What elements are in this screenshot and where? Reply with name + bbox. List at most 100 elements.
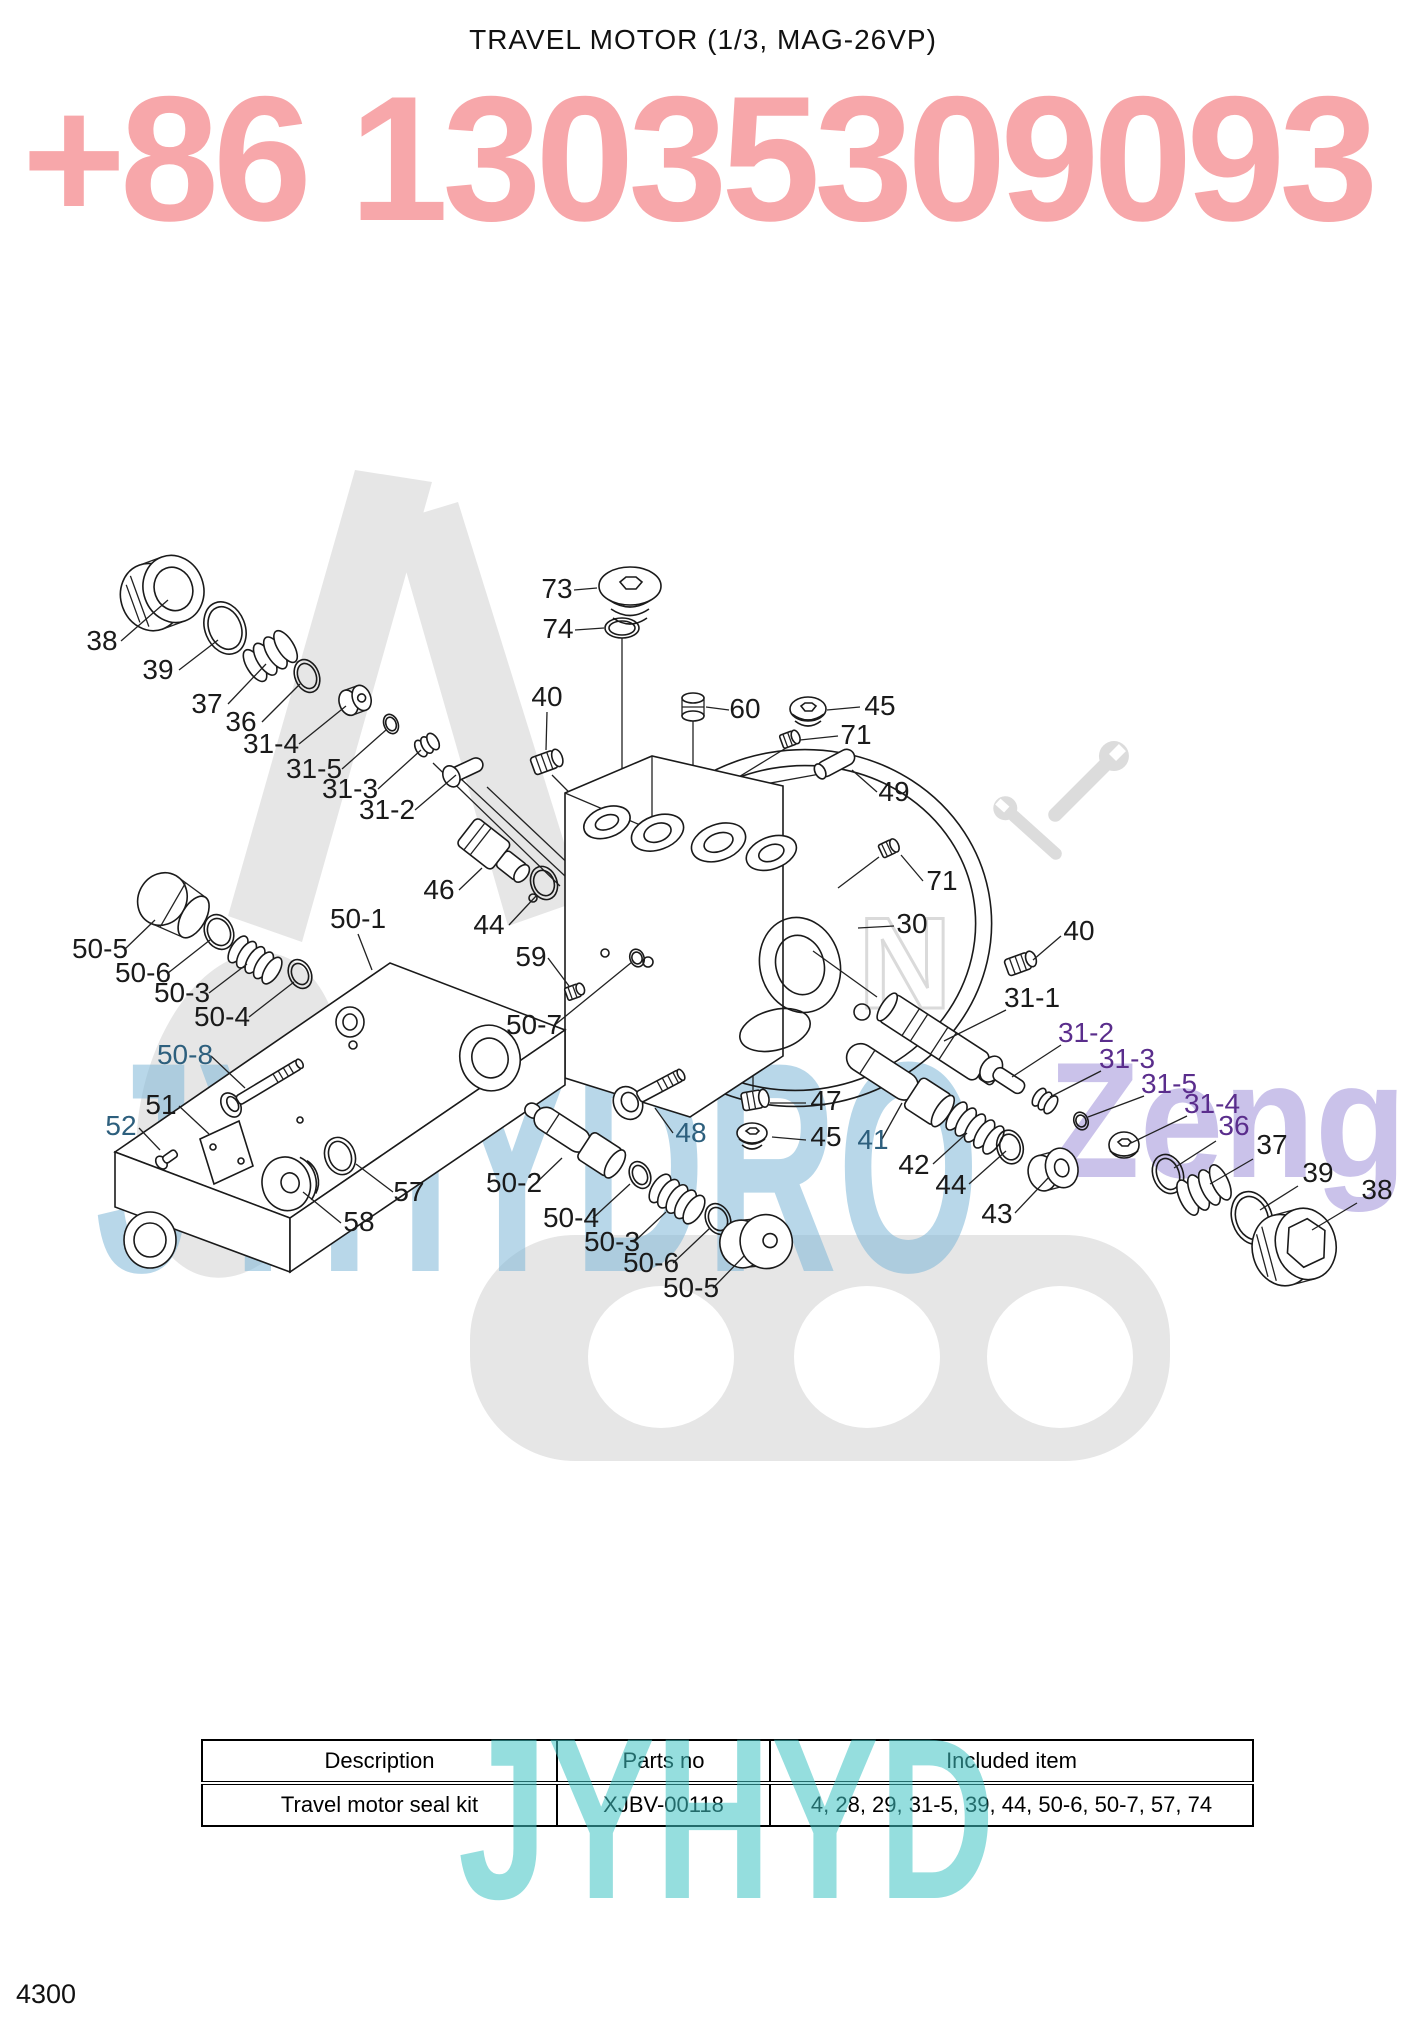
letter-n-watermark: N: [858, 890, 952, 1036]
header-parts-no: Parts no: [556, 1739, 771, 1785]
callout-38-left: 38: [86, 625, 117, 656]
part-36-left: [293, 658, 321, 694]
callout-52: 52: [105, 1110, 136, 1141]
callout-31-4-right: 31-4: [1184, 1088, 1240, 1119]
part-45-top: [789, 696, 827, 727]
part-42-spring: [945, 1101, 1005, 1155]
part-50-4-left: [287, 958, 313, 990]
part-58: [261, 1156, 320, 1212]
part-50-3-bottom: [648, 1173, 706, 1225]
part-57: [323, 1136, 357, 1176]
table-row: Travel motor seal kit XJBV-00118 4, 28, …: [201, 1782, 1254, 1827]
callout-45-top: 45: [864, 690, 895, 721]
callout-31-1: 31-1: [1004, 982, 1060, 1013]
callout-39-right: 39: [1302, 1157, 1333, 1188]
part-40-left: [529, 748, 564, 776]
part-39-left: [203, 601, 247, 655]
header-included-item: Included item: [769, 1739, 1254, 1785]
callout-50-4-left: 50-4: [194, 1001, 250, 1032]
callout-50-7: 50-7: [506, 1009, 562, 1040]
leader-lines: [296, 638, 880, 1090]
brand-watermark-left: JYHYDRO: [95, 999, 980, 1335]
part-46: [457, 818, 531, 883]
part-71-right: [877, 838, 900, 859]
part-45-bottom: [736, 1122, 768, 1150]
callout-31-3-right: 31-3: [1099, 1043, 1155, 1074]
callout-37-left: 37: [191, 688, 222, 719]
callout-73: 73: [541, 573, 572, 604]
part-52-screw: [154, 1149, 179, 1170]
part-31-4-left: [338, 684, 372, 717]
callout-30: 30: [896, 908, 927, 939]
callout-50-5-left: 50-5: [72, 933, 128, 964]
callout-50-5-bottom: 50-5: [663, 1272, 719, 1303]
part-38-left: [119, 554, 205, 632]
part-37-right: [1176, 1164, 1232, 1216]
callout-43: 43: [981, 1198, 1012, 1229]
part-50-5-bottom: [719, 1213, 794, 1270]
part-50-3-left: [227, 935, 283, 985]
callout-57: 57: [393, 1176, 424, 1207]
part-44-left: [529, 865, 559, 901]
callout-58: 58: [343, 1206, 374, 1237]
part-37-left: [242, 629, 299, 683]
part-38-right: [1251, 1207, 1337, 1287]
callout-50-8: 50-8: [157, 1039, 213, 1070]
callout-45-bottom: 45: [810, 1121, 841, 1152]
part-31-5-right: [1072, 1111, 1090, 1131]
callout-42: 42: [898, 1149, 929, 1180]
callout-44-right: 44: [935, 1169, 966, 1200]
callout-38-right: 38: [1361, 1174, 1392, 1205]
callout-50-3-bottom: 50-3: [584, 1226, 640, 1257]
callout-41: 41: [857, 1124, 888, 1155]
callout-50-1: 50-1: [330, 903, 386, 934]
callout-40-right: 40: [1063, 915, 1094, 946]
callout-50-6-left: 50-6: [115, 957, 171, 988]
part-50-4-bottom: [628, 1160, 652, 1190]
callout-36-right: 36: [1218, 1110, 1249, 1141]
callout-31-5-right: 31-5: [1141, 1068, 1197, 1099]
part-49: [813, 748, 856, 780]
callout-31-5-left: 31-5: [286, 753, 342, 784]
cell-parts-no: XJBV-00118: [556, 1782, 771, 1827]
callout-44-left: 44: [473, 909, 504, 940]
callout-71-right: 71: [926, 865, 957, 896]
excavator-watermark: N: [136, 470, 1170, 1461]
part-40-right: [1003, 950, 1038, 977]
part-41-spool: [845, 1042, 956, 1128]
callout-50-4-bottom: 50-4: [543, 1202, 599, 1233]
part-50-6-bottom: [704, 1202, 732, 1236]
part-31-1-spool: [876, 992, 1001, 1086]
callout-59: 59: [515, 941, 546, 972]
callout-50-6-bottom: 50-6: [623, 1247, 679, 1278]
callout-48: 48: [675, 1117, 706, 1148]
part-39-right: [1230, 1190, 1274, 1246]
part-31-2-left: [441, 757, 484, 788]
cell-description: Travel motor seal kit: [201, 1782, 558, 1827]
part-31-3-left: [413, 732, 441, 758]
part-50-5-left: [136, 871, 210, 939]
callout-37-right: 37: [1256, 1129, 1287, 1160]
callout-40-left: 40: [531, 681, 562, 712]
part-71-top: [778, 729, 801, 749]
phone-watermark: +86 13035309093: [22, 59, 1378, 258]
callout-50-3-left: 50-3: [154, 977, 210, 1008]
callout-47: 47: [810, 1085, 841, 1116]
callout-74: 74: [542, 613, 573, 644]
cell-included-item: 4, 28, 29, 31-5, 39, 44, 50-6, 50-7, 57,…: [769, 1782, 1254, 1827]
part-50-7: [628, 948, 646, 968]
part-59: [563, 982, 586, 1001]
callout-39-left: 39: [142, 654, 173, 685]
part-47: [740, 1088, 770, 1112]
page-number: 4300: [16, 1979, 77, 2009]
part-48-bolt: [612, 1068, 686, 1121]
motor-housing: [528, 748, 993, 1118]
part-50-8-bolt: [219, 1058, 305, 1118]
callout-31-3-left: 31-3: [322, 773, 378, 804]
part-50-6-left: [203, 913, 235, 951]
table-header-row: Description Parts no Included item: [201, 1739, 1254, 1785]
callout-31-4-left: 31-4: [243, 728, 299, 759]
part-43: [1027, 1147, 1079, 1192]
